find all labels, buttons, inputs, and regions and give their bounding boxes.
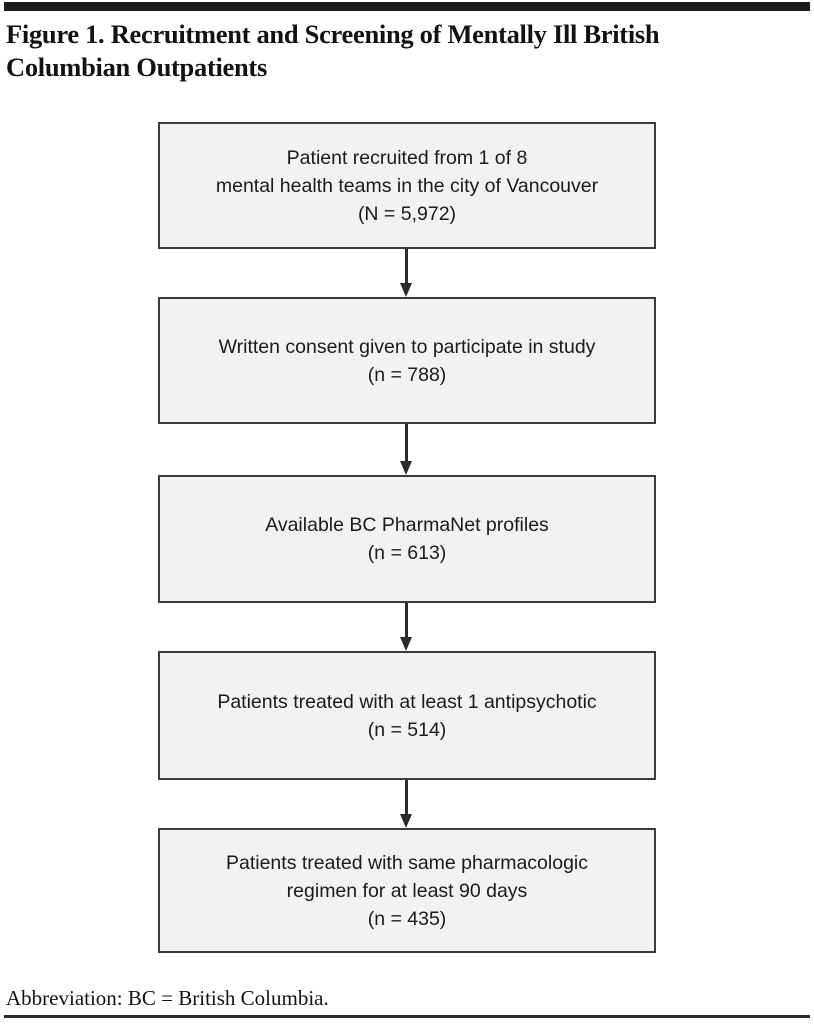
arrow-stem-2 xyxy=(405,424,408,462)
arrow-stem-4 xyxy=(405,780,408,815)
figure-title: Figure 1. Recruitment and Screening of M… xyxy=(6,19,660,82)
flow-node-1-text: Patient recruited from 1 of 8 mental hea… xyxy=(215,146,599,225)
arrow-head-1 xyxy=(400,283,412,297)
bottom-divider-rule xyxy=(4,1015,810,1018)
arrow-down-icon-3 xyxy=(400,603,412,651)
arrow-down-icon-4 xyxy=(400,780,412,828)
arrow-head-2 xyxy=(400,461,412,475)
flow-node-1: Patient recruited from 1 of 8 mental hea… xyxy=(158,122,656,249)
flow-node-3: Available BC PharmaNet profiles (n = 613… xyxy=(158,475,656,603)
figure-footnote: Abbreviation: BC = British Columbia. xyxy=(6,986,329,1010)
arrow-stem-1 xyxy=(405,249,408,284)
flow-node-2: Written consent given to participate in … xyxy=(158,297,656,424)
flow-node-4-text: Patients treated with at least 1 antipsy… xyxy=(217,690,597,741)
arrow-head-4 xyxy=(400,814,412,828)
arrow-stem-3 xyxy=(405,603,408,638)
flow-node-4: Patients treated with at least 1 antipsy… xyxy=(158,651,656,780)
arrow-down-icon-2 xyxy=(400,424,412,475)
flow-node-3-text: Available BC PharmaNet profiles (n = 613… xyxy=(265,514,549,564)
flow-node-5-text: Patients treated with same pharmacologic… xyxy=(225,851,589,930)
arrow-head-3 xyxy=(400,637,412,651)
top-divider-rule xyxy=(4,2,810,11)
flow-node-2-text: Written consent given to participate in … xyxy=(218,335,596,386)
flow-node-5: Patients treated with same pharmacologic… xyxy=(158,828,656,953)
arrow-down-icon-1 xyxy=(400,249,412,297)
